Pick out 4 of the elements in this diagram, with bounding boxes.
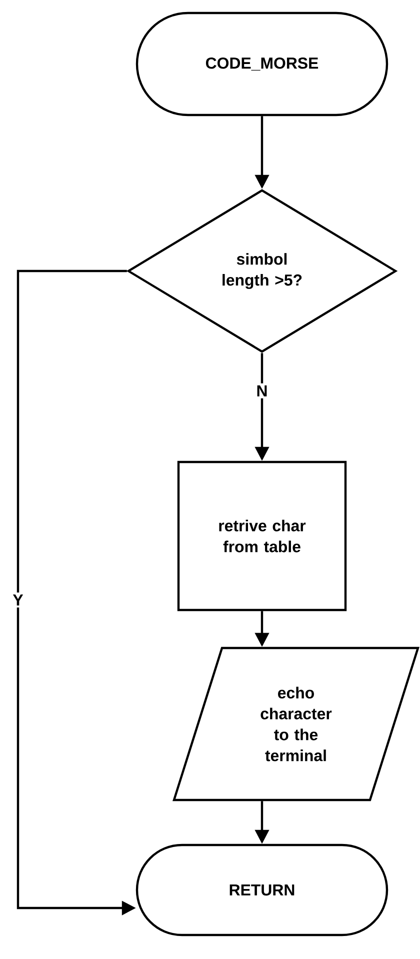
edge-label: Y [10, 592, 26, 608]
edge-label: N [254, 383, 270, 398]
data-parallelogram: echo character to the terminal [172, 646, 420, 802]
process-box: retrive char from table [177, 460, 347, 612]
